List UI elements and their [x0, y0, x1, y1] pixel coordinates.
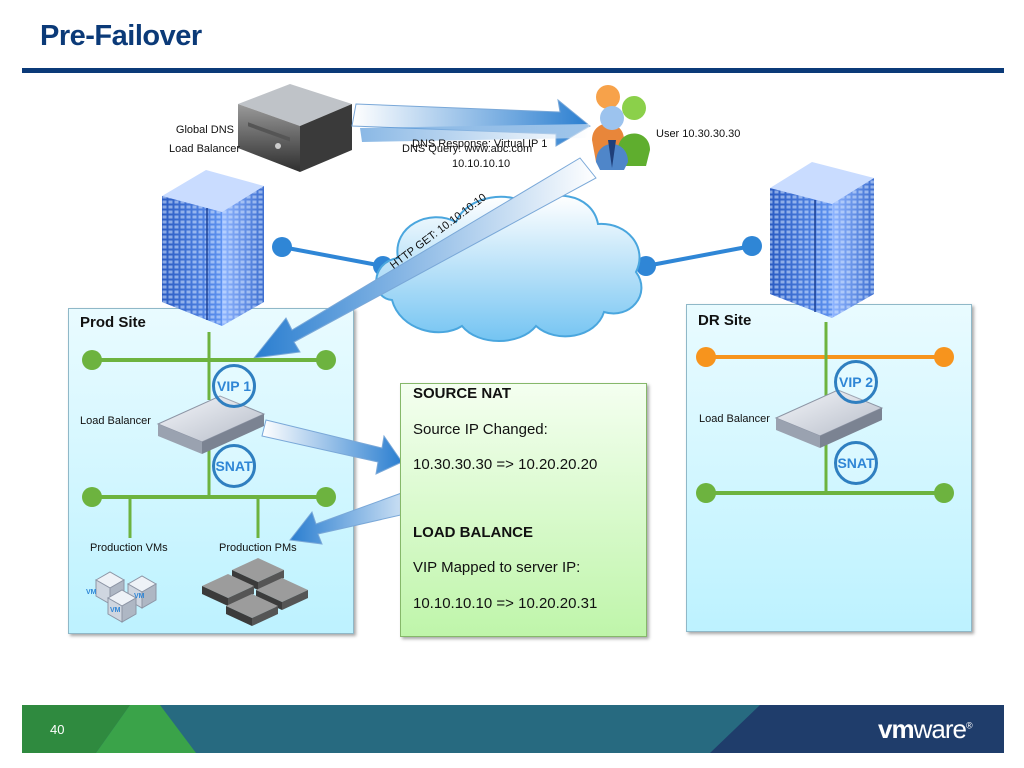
vip2-label: VIP 2 [839, 374, 873, 390]
dr-network-top [696, 322, 954, 400]
vip1-badge: VIP 1 [212, 364, 256, 408]
dns-query-label: DNS Query: www.abc.com [402, 143, 533, 155]
page-title: Pre-Failover [40, 20, 202, 52]
production-pms-label: Production PMs [219, 542, 297, 554]
wan-link-right [636, 236, 762, 276]
dr-datacenter-icon [770, 162, 874, 318]
http-get-arrow [252, 157, 597, 359]
vmware-logo: vmware® [878, 714, 973, 745]
nat-info-box [400, 383, 647, 637]
dr-load-balancer-label: Load Balancer [699, 413, 770, 425]
vm-text-3: VM [134, 593, 145, 600]
production-pms-icon [202, 558, 308, 626]
source-ip-changed-text: Source IP Changed: [413, 421, 548, 438]
prod-snat-label: SNAT [215, 458, 253, 474]
global-dns-line1: Global DNS [175, 124, 234, 136]
lb-mapping-text: 10.10.10.10 => 10.20.20.31 [413, 595, 598, 612]
global-dns-label-2: Load Balancer [140, 143, 240, 155]
prod-load-balancer-label: Load Balancer [80, 415, 151, 427]
dr-snat-label: SNAT [837, 455, 875, 471]
global-dns-line2: Load Balancer [169, 143, 240, 155]
dr-snat-badge: SNAT [834, 441, 878, 485]
source-nat-title: SOURCE NAT [413, 385, 512, 402]
production-vms-icon: VM VM VM [86, 571, 158, 623]
global-dns-label: Global DNS [150, 124, 234, 136]
page-number: 40 [50, 722, 65, 737]
vip2-badge: VIP 2 [834, 360, 878, 404]
logo-registered-mark: ® [965, 720, 973, 731]
prod-load-balancer-icon [156, 395, 266, 454]
dns-response-ip-label: 10.10.10.10 [452, 158, 511, 170]
vip-mapped-text: VIP Mapped to server IP: [413, 559, 581, 576]
title-divider [22, 68, 1004, 73]
user-label: User 10.30.30.30 [656, 128, 741, 140]
prod-network-top [82, 332, 336, 400]
dns-response-arrow [360, 124, 590, 142]
vm-text-2: VM [110, 607, 121, 614]
prod-snat-badge: SNAT [212, 444, 256, 488]
load-balance-title: LOAD BALANCE [413, 524, 533, 541]
vip1-label: VIP 1 [217, 378, 251, 394]
global-dns-server-icon [238, 84, 352, 172]
user-group-icon [592, 85, 650, 170]
internet-cloud-icon [375, 194, 643, 342]
prod-site-title: Prod Site [80, 314, 146, 331]
dr-site-title: DR Site [698, 312, 752, 329]
prod-network-bottom [82, 440, 336, 538]
source-nat-mapping-text: 10.30.30.30 => 10.20.20.20 [413, 456, 598, 473]
logo-ware: ware [913, 714, 967, 744]
footer-bar [22, 705, 1004, 753]
vm-text-1: VM [86, 589, 97, 596]
wan-link-left [272, 237, 393, 276]
dr-network-bottom [696, 440, 954, 503]
snat-arrow [261, 419, 403, 475]
dns-response-label: DNS Response: Virtual IP 1 [412, 138, 548, 150]
prod-datacenter-icon [162, 170, 264, 326]
logo-vm: vm [878, 714, 915, 744]
production-vms-label: Production VMs [90, 542, 168, 554]
